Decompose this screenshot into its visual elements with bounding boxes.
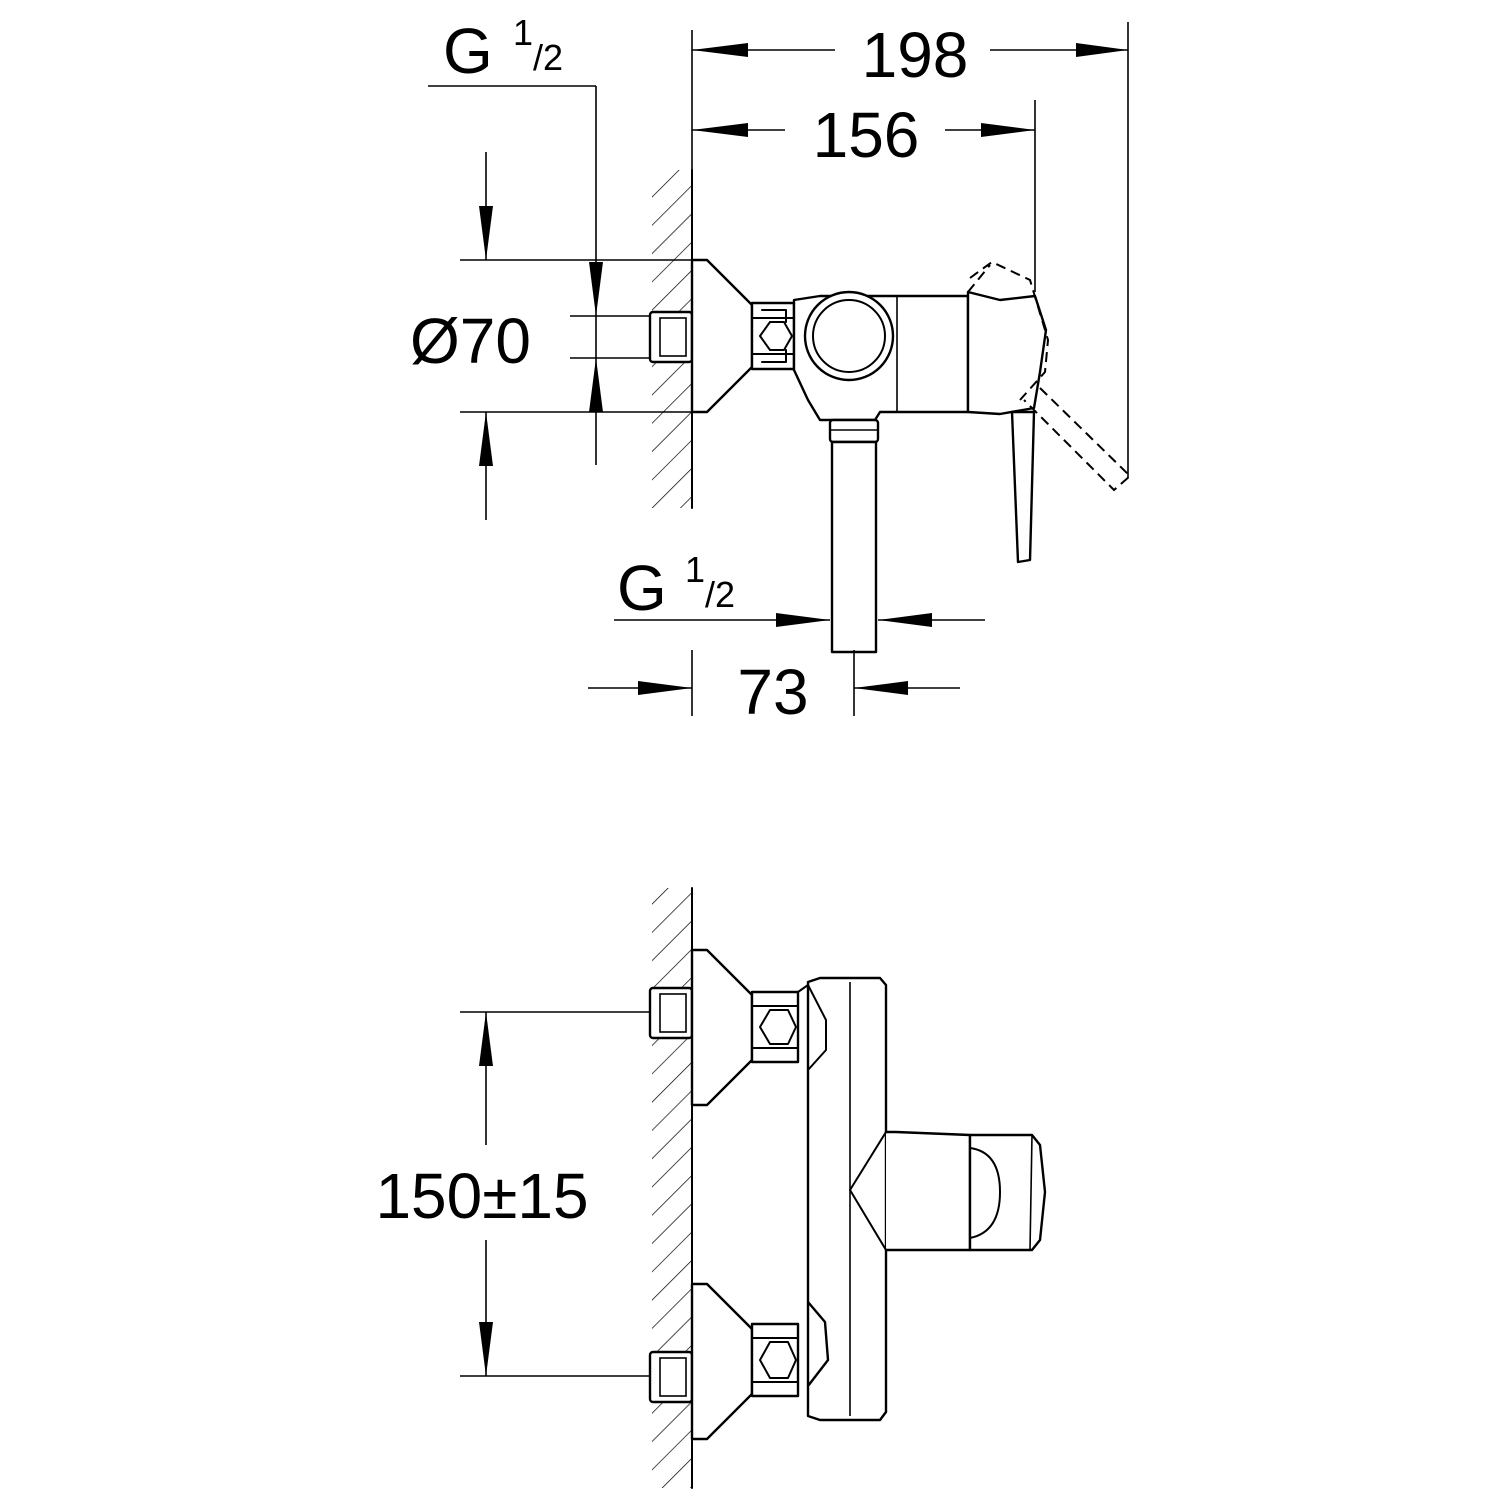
nut-lower	[750, 1322, 800, 1398]
side-view: 198 156 Ø70 G 1 /2	[410, 12, 1132, 728]
outlet-pipe-side	[830, 440, 878, 654]
mixer-body-front	[806, 976, 888, 1422]
thread-g-half-top: G 1 /2	[443, 12, 603, 412]
escutcheon-upper	[690, 948, 754, 1107]
thread-den-top: /2	[533, 37, 563, 78]
lever-alternate-position	[967, 260, 1132, 492]
dimension-diameter-70-label: Ø70	[410, 305, 531, 377]
lever-side	[966, 290, 1048, 416]
lever-cap-front	[968, 1133, 1047, 1252]
dimension-150-spacing: 150±15	[375, 1011, 650, 1377]
thread-den-bottom: /2	[705, 574, 735, 615]
dimension-diameter-70: Ø70	[410, 152, 531, 520]
dimension-198: 198	[692, 19, 1128, 91]
lever-housing-front	[886, 1130, 972, 1252]
dimension-198-label: 198	[862, 19, 969, 91]
thread-num-top: 1	[513, 12, 533, 53]
escutcheon-top	[690, 258, 754, 414]
dimension-156: 156	[692, 99, 1035, 171]
thread-g-letter-top: G	[443, 15, 493, 87]
front-view: 150±15	[375, 887, 1047, 1489]
escutcheon-lower	[690, 1282, 754, 1441]
nut-top	[750, 301, 796, 371]
thermostat-knob-circle	[803, 290, 895, 382]
lever-handle-side	[1010, 410, 1036, 564]
dimension-150-label: 150±15	[375, 1160, 588, 1232]
outlet-nut-side	[828, 418, 880, 444]
dimension-73-label: 73	[737, 656, 808, 728]
dimension-156-label: 156	[813, 99, 920, 171]
thread-num-bottom: 1	[685, 549, 705, 590]
thread-g-letter-bottom: G	[617, 552, 667, 624]
dimension-73: 73	[588, 650, 960, 728]
nut-upper	[750, 990, 800, 1064]
thread-g-half-bottom: G 1 /2	[614, 549, 985, 627]
